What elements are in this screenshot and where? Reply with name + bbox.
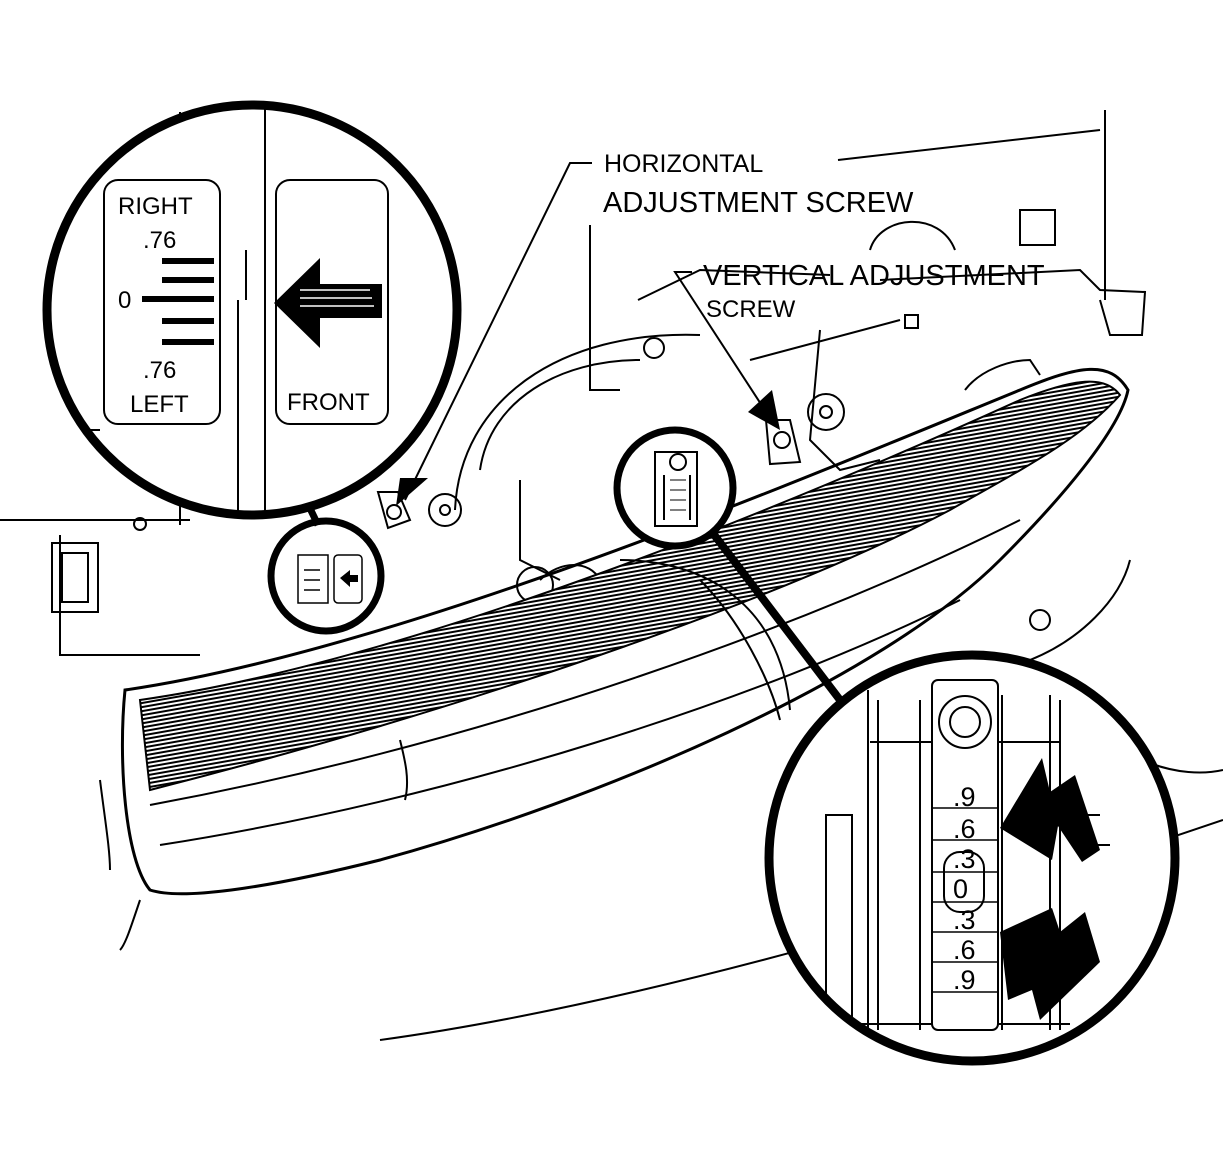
vertical-tick-4: 0 — [953, 874, 968, 904]
vertical-callout-line1: VERTICAL ADJUSTMENT — [703, 260, 1045, 292]
scale-top-value: .76 — [143, 227, 176, 254]
headlamp-housing — [120, 367, 1130, 896]
vertical-callout-leader — [673, 271, 771, 419]
headlamp-lens — [138, 380, 1122, 792]
vertical-scale-ticks — [933, 807, 998, 993]
vertical-indicator-inset: .9 .6 .3 0 .3 .6 .9 — [764, 650, 1180, 1066]
scale-bottom-value: .76 — [143, 357, 176, 384]
vertical-tick-2: .6 — [953, 814, 976, 844]
vertical-tick-7: .9 — [953, 965, 976, 995]
scale-tick-marks — [142, 258, 214, 345]
vertical-scale-strip — [931, 679, 999, 1031]
scale-right-label: RIGHT — [118, 193, 193, 220]
callout-leaders — [404, 162, 771, 501]
horizontal-indicator-small — [267, 517, 385, 635]
scale-zero-value: 0 — [118, 287, 131, 314]
front-label: FRONT — [287, 389, 370, 416]
vertical-tick-3: .3 — [953, 844, 976, 874]
horizontal-callout-line2: ADJUSTMENT SCREW — [603, 187, 914, 219]
bubble-window — [943, 851, 985, 913]
vertical-tick-6: .6 — [953, 935, 976, 965]
vertical-tick-5: .3 — [953, 905, 976, 935]
vertical-indicator-small — [613, 426, 737, 550]
headlamp-trim-line — [149, 519, 1021, 806]
horizontal-screw-pointer — [396, 478, 428, 506]
horizontal-callout-leader — [404, 162, 592, 501]
horizontal-adjustment-screw — [376, 478, 428, 530]
up-arrow-icon — [1000, 758, 1100, 862]
vertical-callout-line2: SCREW — [706, 296, 796, 323]
vertical-adjustment-screw — [748, 390, 802, 466]
down-arrow-icon — [1000, 908, 1100, 1020]
horizontal-indicator-inset: RIGHT .76 0 .76 LEFT FRONT — [42, 100, 462, 520]
right-inset-connector — [708, 529, 844, 703]
horizontal-callout-line1: HORIZONTAL — [604, 150, 763, 178]
vertical-tick-1: .9 — [953, 782, 976, 812]
headlamp-bezel-line — [159, 599, 961, 846]
headlamp-assembly — [120, 358, 1130, 896]
scale-left-label: LEFT — [130, 391, 189, 418]
front-arrow-icon — [274, 258, 382, 348]
